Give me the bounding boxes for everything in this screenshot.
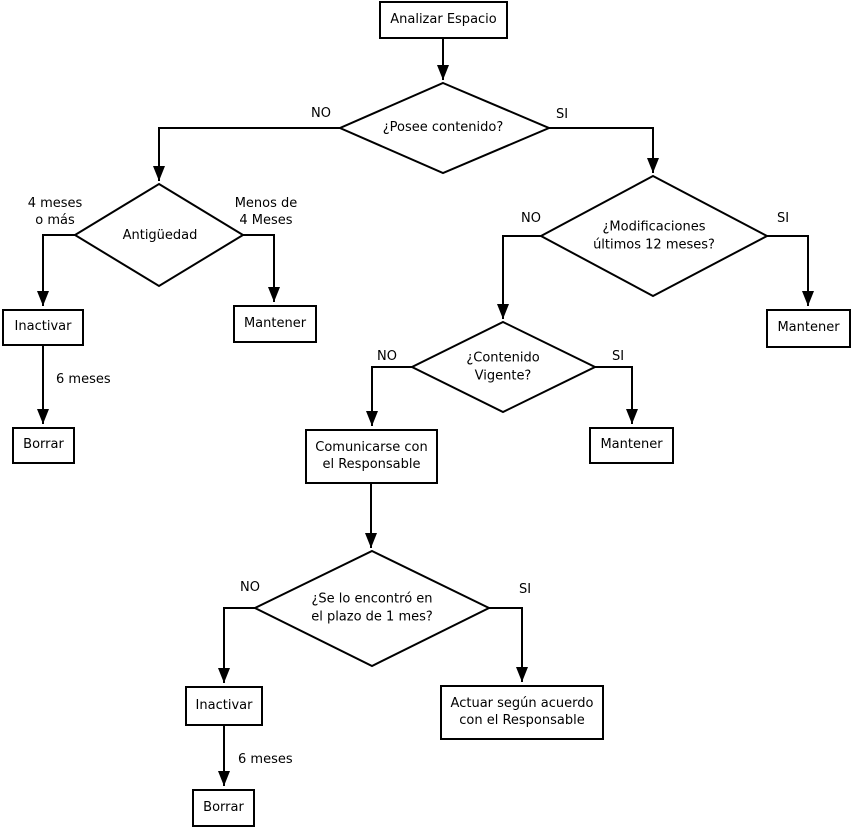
process-box-start: Analizar Espacio [379, 1, 508, 39]
process-box-comunicarse: Comunicarse con el Responsable [305, 429, 438, 484]
connector-antiguedad-right-to-mantener [243, 234, 280, 302]
decision-diamond-encontro-plazo [252, 549, 492, 668]
diamond-label-antiguedad: Antigüedad [122, 228, 198, 244]
edge-label-modificaciones-si: SI [777, 211, 790, 226]
process-box-mantener-left: Mantener [233, 305, 317, 343]
connector-posee-no-to-antiguedad [153, 127, 340, 181]
process-box-borrar-bottom: Borrar [192, 789, 255, 827]
connector-antiguedad-left-to-inactivar [37, 234, 75, 306]
connector-contenido-si-to-mantener [595, 366, 638, 424]
edge-label-posee-no: NO [311, 106, 331, 121]
decision-diamond-antiguedad [73, 182, 245, 288]
process-box-inactivar-left: Inactivar [2, 309, 84, 346]
edge-label-modificaciones-no: NO [521, 211, 541, 226]
connector-encontro-si-to-actuar [489, 607, 528, 682]
edge-label-encontro-no: NO [240, 580, 260, 595]
process-box-mantener-center: Mantener [589, 427, 674, 464]
edge-label-contenido-no: NO [377, 349, 397, 364]
diamond-label-contenido-vigente: ¿Contenido Vigente? [466, 350, 540, 383]
edge-label-antiguedad-right: Menos de 4 Meses [234, 196, 298, 228]
process-box-inactivar-bottom: Inactivar [185, 686, 263, 726]
connector-encontro-no-to-inactivar [218, 607, 255, 683]
connector-posee-si-to-modificaciones [549, 127, 659, 173]
edge-label-seis-meses-bottom: 6 meses [238, 752, 293, 767]
edge-label-antiguedad-left: 4 meses o más [27, 196, 83, 228]
diamond-label-modificaciones: ¿Modificaciones últimos 12 meses? [593, 219, 715, 252]
edge-label-seis-meses-left: 6 meses [56, 372, 111, 387]
edge-label-contenido-si: SI [612, 349, 625, 364]
diamond-label-encontro-plazo: ¿Se lo encontró en el plazo de 1 mes? [311, 591, 433, 624]
decision-diamond-contenido-vigente [409, 320, 598, 414]
process-box-borrar-left: Borrar [12, 427, 75, 464]
connector-modificaciones-si-to-mantener [767, 235, 814, 306]
edge-label-posee-si: SI [556, 107, 569, 122]
process-box-mantener-right: Mantener [766, 309, 851, 348]
decision-diamond-posee-contenido [337, 81, 552, 175]
diamond-label-posee-contenido: ¿Posee contenido? [382, 120, 504, 136]
connector-contenido-no-to-comunicarse [366, 366, 412, 426]
edge-label-encontro-si: SI [519, 582, 532, 597]
decision-diamond-modificaciones [538, 174, 770, 298]
connector-modificaciones-no-to-contenido [497, 235, 541, 319]
process-box-actuar-acuerdo: Actuar según acuerdo con el Responsable [440, 685, 604, 740]
